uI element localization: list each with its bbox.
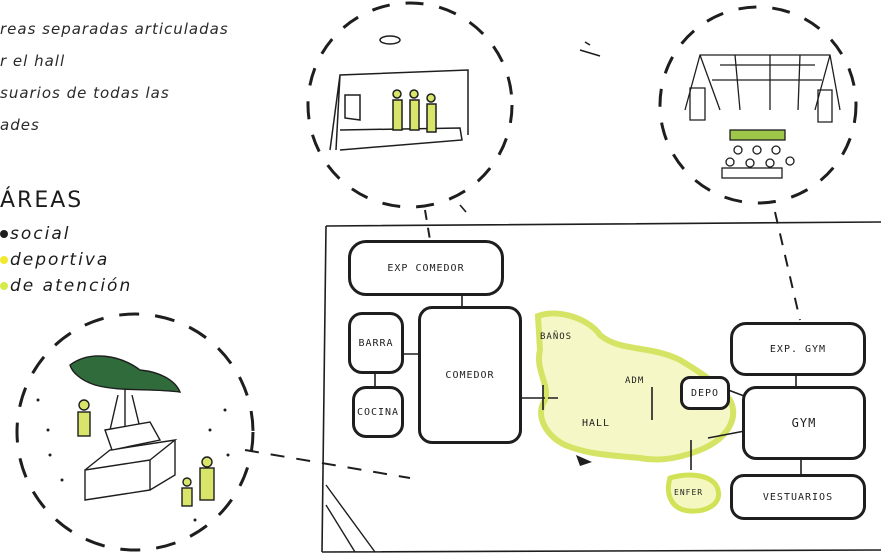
box-comedor: COMEDOR [418, 306, 522, 444]
legend-label-atencion: de atención [10, 276, 133, 296]
label-cocina: COCINA [356, 406, 400, 418]
sketch-comedor [329, 35, 469, 151]
arrow-mark [576, 455, 592, 466]
note-line-4: ades [0, 116, 40, 134]
legend-label-social: social [10, 224, 71, 244]
sketch-gym [684, 54, 841, 179]
note-line-1: reas separadas articuladas [0, 20, 229, 38]
box-depo: DEPO [680, 376, 730, 410]
box-exp-gym: EXP. GYM [730, 322, 866, 376]
plan-frame [321, 221, 881, 553]
legend-item-deportiva: deportiva [0, 250, 109, 270]
box-vestuarios: VESTUARIOS [730, 474, 866, 520]
legend-dot-atencion [0, 282, 8, 290]
legend-label-deportiva: deportiva [10, 250, 110, 270]
box-barra: BARRA [348, 312, 404, 374]
label-depo: DEPO [690, 387, 720, 399]
box-exp-comedor: EXP COMEDOR [348, 240, 504, 296]
plan-corner-lines [325, 484, 376, 553]
label-adm: ADM [625, 376, 645, 386]
legend-dot-social [0, 230, 8, 238]
dashed-circle-gym [658, 5, 858, 205]
scribble-marks [459, 41, 601, 213]
label-hall: HALL [582, 418, 611, 429]
label-exp-comedor: EXP COMEDOR [387, 262, 465, 274]
note-line-2: r el hall [0, 52, 66, 70]
legend-dot-deportiva [0, 256, 8, 264]
label-gym: GYM [791, 416, 817, 430]
dashed-circle-plaza [15, 312, 255, 552]
leader-plaza [244, 449, 411, 479]
hall-highlight [534, 310, 737, 463]
label-comedor: COMEDOR [445, 369, 495, 381]
enfer-highlight [665, 472, 722, 514]
leader-gym [774, 211, 801, 321]
box-gym: GYM [742, 386, 866, 460]
sketch-plaza [36, 355, 230, 522]
label-enfer: ENFER [674, 488, 704, 497]
dashed-circle-comedor [306, 1, 514, 209]
leader-comedor [424, 209, 431, 241]
legend-title: ÁREAS [0, 188, 84, 213]
legend-item-social: social [0, 224, 70, 244]
label-bano: BAÑOS [540, 332, 573, 342]
label-vestuarios: VESTUARIOS [762, 491, 834, 503]
label-exp-gym: EXP. GYM [769, 343, 827, 355]
label-barra: BARRA [358, 337, 394, 349]
legend-item-atencion: de atención [0, 276, 132, 296]
note-line-3: suarios de todas las [0, 84, 170, 102]
box-cocina: COCINA [352, 386, 404, 438]
